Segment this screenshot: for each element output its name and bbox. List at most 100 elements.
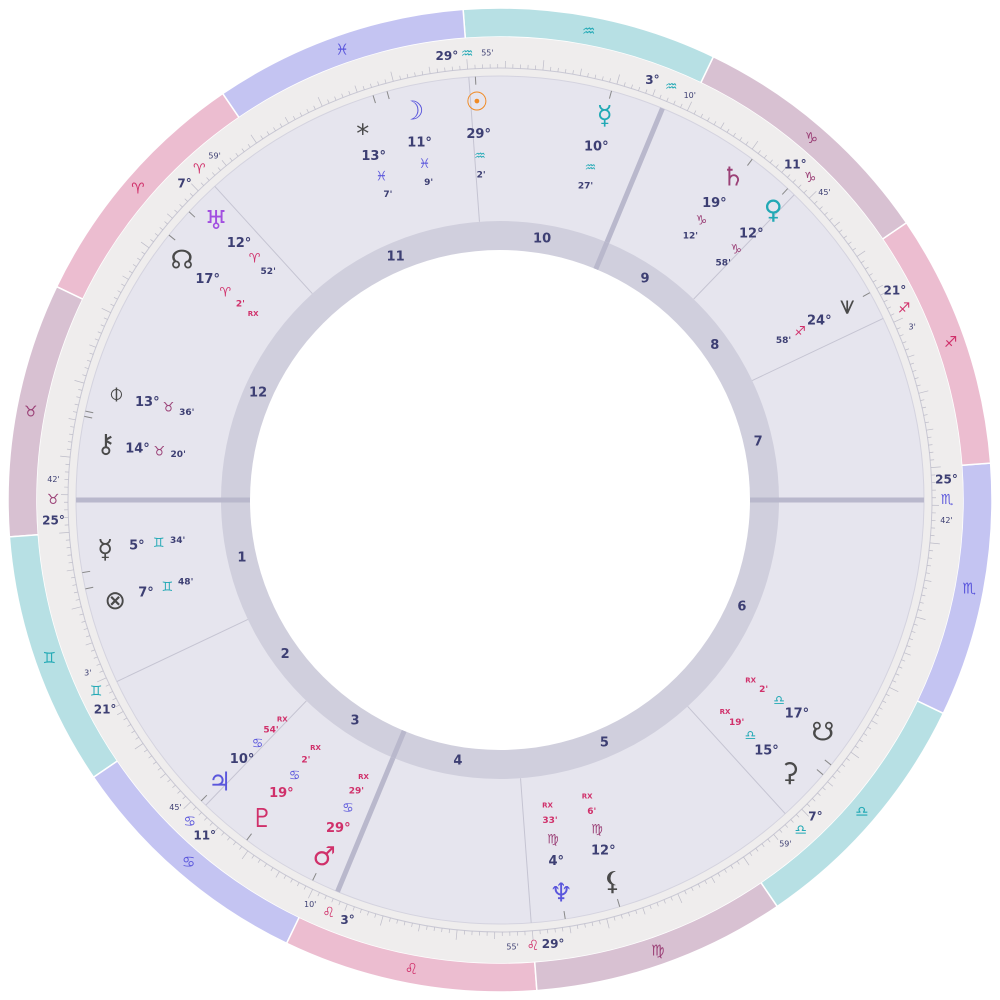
degree-tick bbox=[645, 89, 648, 94]
degree-tick bbox=[751, 140, 759, 150]
cusp-sign-icon: ♉ bbox=[47, 492, 60, 508]
uranus-icon: ♅ bbox=[204, 206, 227, 236]
degree-tick bbox=[739, 137, 743, 141]
degree-tick bbox=[755, 847, 759, 852]
degree-tick bbox=[377, 81, 380, 86]
degree-tick bbox=[623, 82, 626, 87]
cusp-minutes: 10' bbox=[684, 91, 696, 100]
cusp-sign-icon: ♎ bbox=[794, 823, 807, 839]
degree-tick bbox=[211, 172, 216, 176]
degree-tick bbox=[926, 428, 934, 431]
degree-tick bbox=[711, 876, 716, 884]
degree-tick bbox=[266, 131, 270, 136]
degree-tick bbox=[663, 899, 666, 904]
planet-sign-icon: ♍ bbox=[591, 823, 603, 838]
ceres-icon: ⚳ bbox=[780, 758, 799, 788]
degree-tick bbox=[579, 68, 582, 76]
degree-tick bbox=[670, 896, 673, 901]
planet-pluto: ♇19°♋2'RX bbox=[246, 744, 321, 841]
degree-tick bbox=[90, 649, 95, 652]
planet-marker bbox=[246, 833, 252, 841]
hermes-icon: ☿ bbox=[97, 535, 113, 565]
retrograde-badge: RX bbox=[745, 677, 756, 685]
degree-tick bbox=[59, 532, 70, 534]
planet-earth: ⊗7°♊48' bbox=[85, 578, 193, 616]
degree-tick bbox=[736, 860, 740, 865]
planet-sun: ☉29°♒2' bbox=[465, 76, 491, 181]
degree-tick bbox=[895, 673, 900, 676]
cusp-line-12 bbox=[214, 185, 313, 294]
degree-tick bbox=[71, 606, 82, 610]
degree-tick bbox=[68, 433, 74, 436]
degree-tick bbox=[140, 241, 150, 249]
degree-tick bbox=[912, 370, 917, 372]
degree-tick bbox=[198, 812, 202, 816]
degree-tick bbox=[112, 697, 117, 701]
planet-sign-icon: ♓ bbox=[375, 170, 387, 185]
planet-sign-icon: ♉ bbox=[163, 401, 175, 416]
degree-tick bbox=[584, 923, 586, 928]
degree-tick bbox=[616, 74, 620, 85]
venus-icon: ♀ bbox=[764, 196, 783, 226]
degree-tick bbox=[757, 150, 761, 154]
degree-tick bbox=[389, 917, 391, 922]
degree-tick bbox=[564, 68, 567, 74]
degree-tick bbox=[798, 184, 802, 188]
degree-tick bbox=[557, 67, 559, 72]
house-number-6: 6 bbox=[737, 600, 746, 615]
cusp-minutes: 3' bbox=[84, 668, 91, 677]
degree-tick bbox=[115, 704, 120, 708]
degree-tick bbox=[885, 693, 890, 697]
cusp-sign-icon: ♋ bbox=[184, 814, 197, 830]
degree-tick bbox=[911, 631, 916, 633]
cusp-line-4 bbox=[335, 756, 396, 893]
degree-tick bbox=[127, 724, 132, 727]
planet-degree: 10° bbox=[584, 139, 609, 154]
degree-tick bbox=[362, 85, 365, 90]
degree-tick bbox=[796, 814, 800, 818]
degree-tick bbox=[893, 317, 903, 323]
degree-tick bbox=[693, 110, 697, 115]
degree-tick bbox=[901, 659, 906, 662]
planet-degree: 29° bbox=[326, 821, 351, 836]
house-cusp-lines bbox=[76, 77, 924, 923]
planet-minutes: 2' bbox=[759, 685, 768, 695]
degree-tick bbox=[917, 609, 922, 611]
planet-sign-icon: ♋ bbox=[342, 801, 354, 816]
degree-tick bbox=[85, 635, 90, 638]
degree-tick bbox=[924, 579, 932, 582]
planet-minutes: 12' bbox=[683, 232, 698, 242]
degree-tick bbox=[204, 817, 208, 821]
sirius-icon: ⁎ bbox=[356, 111, 369, 141]
degree-tick bbox=[74, 403, 79, 406]
planet-vertex: ⩛24°♐58' bbox=[776, 290, 871, 346]
degree-tick bbox=[822, 787, 826, 791]
degree-tick bbox=[380, 915, 384, 926]
degree-tick bbox=[652, 89, 656, 97]
degree-tick bbox=[444, 67, 446, 72]
retrograde-badge: RX bbox=[310, 744, 321, 752]
degree-tick bbox=[642, 907, 646, 915]
planet-minutes: 36' bbox=[179, 408, 194, 418]
degree-tick bbox=[72, 411, 78, 413]
cusp-minutes: 10' bbox=[304, 900, 316, 909]
lilith-icon: ⚸ bbox=[603, 867, 622, 897]
planet-sign-icon: ♋ bbox=[289, 768, 301, 783]
house-number-5: 5 bbox=[600, 736, 609, 751]
degree-tick bbox=[927, 436, 932, 438]
degree-tick bbox=[167, 779, 171, 783]
gemini-icon: ♊ bbox=[43, 649, 56, 667]
degree-tick bbox=[680, 103, 683, 108]
leo-icon: ♌ bbox=[405, 960, 418, 978]
degree-tick bbox=[905, 348, 910, 351]
degree-tick bbox=[806, 803, 811, 807]
degree-tick bbox=[713, 121, 717, 125]
sun-icon: ☉ bbox=[465, 88, 488, 118]
degree-tick bbox=[290, 878, 293, 883]
taurus-icon: ♉ bbox=[24, 402, 37, 420]
degree-tick bbox=[717, 872, 721, 877]
degree-tick bbox=[863, 733, 868, 736]
degree-tick bbox=[241, 850, 249, 860]
degree-tick bbox=[193, 806, 197, 811]
